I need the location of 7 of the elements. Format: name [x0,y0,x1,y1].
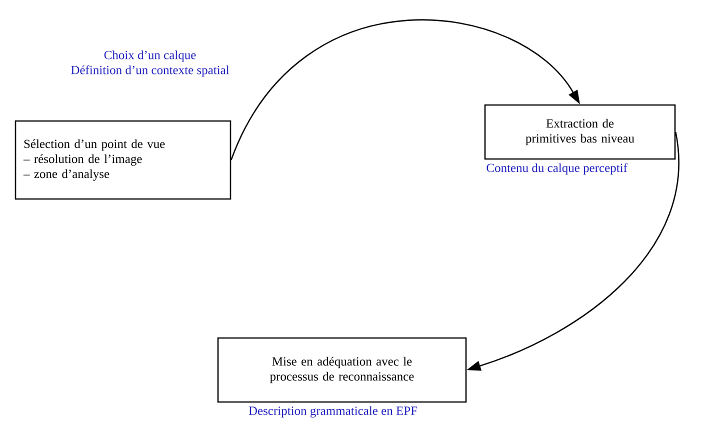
caption-text: Description grammaticale en EPF [248,406,418,418]
caption-text: Contenu du calque perceptif [486,163,628,175]
process-box: Sélection d’un point de vue – résolution de l’image – zone d’analyse [14,120,232,200]
process-box: Mise en adéquation avec le processus de reconnaissance [217,337,467,403]
process-box: Extraction de primitives bas niveau [484,104,676,160]
arrow [230,20,580,160]
caption-text: Choix d’un calque Définition d’un contexte spatial [71,50,230,77]
